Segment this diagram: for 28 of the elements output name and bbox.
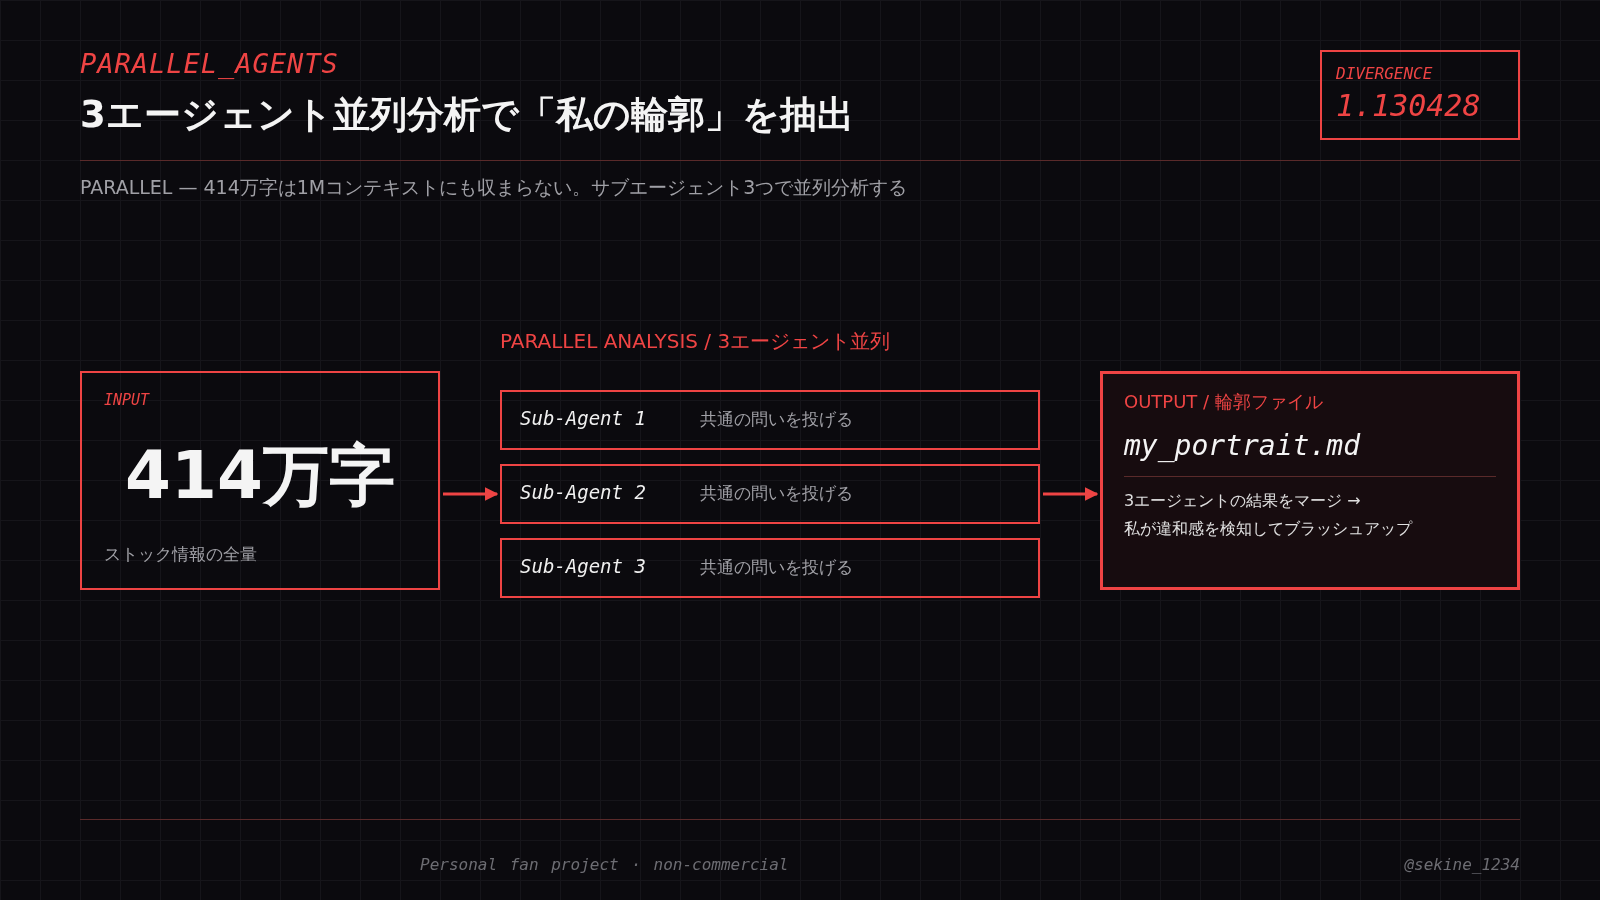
arrow bbox=[1043, 487, 1099, 501]
metric-label: DIVERGENCE bbox=[1336, 64, 1433, 83]
agent-name: Sub-Agent 2 bbox=[520, 481, 646, 503]
input-box bbox=[80, 371, 440, 590]
agent-name: Sub-Agent 3 bbox=[520, 555, 646, 577]
agent-box bbox=[500, 538, 1040, 598]
header-label: PARALLEL_AGENTS bbox=[80, 48, 339, 79]
agent-box bbox=[500, 464, 1040, 524]
arrow bbox=[443, 487, 499, 501]
big-number: 414万字 bbox=[124, 436, 396, 516]
metric-value: 1.130428 bbox=[1336, 88, 1481, 123]
agent-name: Sub-Agent 1 bbox=[520, 407, 646, 429]
metric-box bbox=[1320, 50, 1520, 140]
subtitle: PARALLEL — 414万字は1Mコンテキストにも収まらない。サブエージェント3つで並列分析する bbox=[80, 175, 908, 200]
box-tag: INPUT bbox=[104, 391, 150, 409]
agent-box bbox=[500, 390, 1040, 450]
title: 3エージェント並列分析で「私の輪郭」を抽出 bbox=[80, 92, 854, 138]
footer-handle: @sekine_1234 bbox=[1404, 855, 1520, 874]
box-caption: ストック情報の全量 bbox=[104, 543, 257, 566]
agent-task: 共通の問いを投げる bbox=[700, 482, 853, 505]
box-description: 3エージェントの結果をマージ → 私が違和感を検知してブラッシュアップ bbox=[1124, 490, 1414, 540]
agent-task: 共通の問いを投げる bbox=[700, 556, 853, 579]
file-name: my_portrait.md bbox=[1124, 429, 1360, 462]
agent-task: 共通の問いを投げる bbox=[700, 408, 853, 431]
output-box bbox=[1100, 371, 1520, 590]
box-tag: OUTPUT / 輪郭ファイル bbox=[1124, 390, 1323, 414]
footer-note: Personal fan project · non-commercial bbox=[420, 855, 789, 874]
section-heading: PARALLEL ANALYSIS / 3エージェント並列 bbox=[500, 328, 891, 355]
